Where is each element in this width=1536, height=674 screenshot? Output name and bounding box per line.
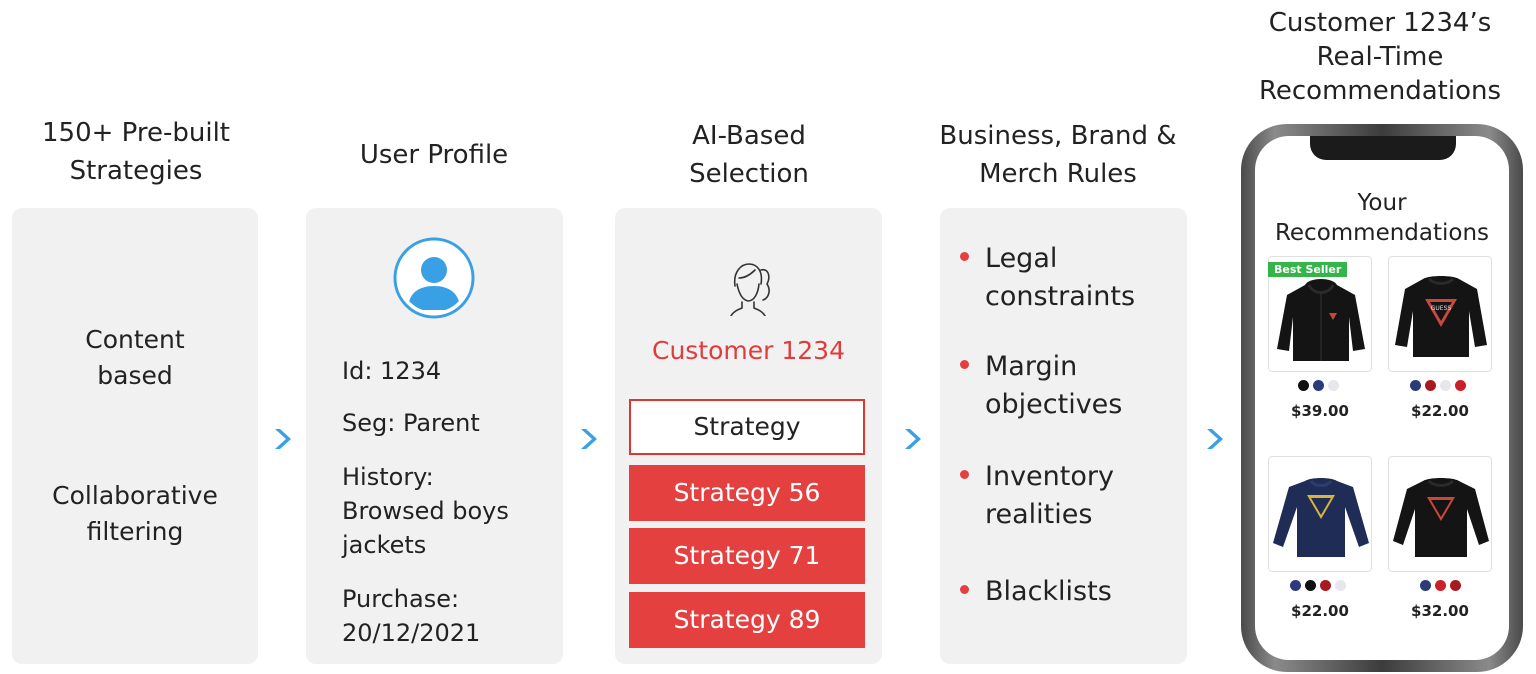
rule-blacklists: Blacklists (960, 573, 1190, 611)
sweatshirt-image (1393, 478, 1489, 557)
color-swatches[interactable] (1290, 580, 1350, 592)
phone-notch (1310, 136, 1456, 160)
product-card[interactable]: GUESS (1388, 256, 1492, 372)
product-price: $32.00 (1411, 602, 1469, 620)
color-swatches[interactable] (1410, 380, 1470, 392)
phone-screen: Your Recommendations Best Seller $39.00 … (1255, 136, 1509, 660)
strategy-56-item: Strategy 56 (629, 465, 865, 521)
strategies-panel: Content based Collaborative filtering (12, 208, 258, 664)
product-card[interactable]: Best Seller (1268, 256, 1372, 372)
profile-purchase: Purchase: 20/12/2021 (342, 585, 481, 647)
rules-heading: Business, Brand & Merch Rules (939, 121, 1177, 189)
rule-margin-objectives: Margin objectives (960, 348, 1190, 424)
user-avatar-icon (393, 237, 475, 319)
strategy-header: Strategy (629, 399, 865, 455)
user-profile-panel: Id: 1234 Seg: Parent History: Browsed bo… (306, 208, 563, 664)
svg-text:GUESS: GUESS (1431, 305, 1452, 312)
longsleeve-image (1273, 478, 1369, 557)
profile-history: History: Browsed boys jackets (342, 463, 509, 559)
recommendations-title: Your Recommendations (1274, 190, 1490, 246)
strategies-heading: 150+ Pre-built Strategies (41, 118, 231, 186)
product-price: $39.00 (1291, 402, 1349, 420)
content-based-label: Content based (85, 325, 185, 390)
selection-heading: AI-Based Selection (689, 121, 809, 189)
chevron-right-icon (1207, 429, 1223, 449)
chevron-right-icon (581, 429, 597, 449)
product-price: $22.00 (1411, 402, 1469, 420)
ai-selection-panel: Customer 1234 Strategy Strategy 56 Strat… (615, 208, 882, 664)
strategy-71-item: Strategy 71 (629, 528, 865, 584)
strategy-89-item: Strategy 89 (629, 592, 865, 648)
best-seller-badge: Best Seller (1268, 262, 1348, 277)
color-swatches[interactable] (1298, 380, 1343, 392)
hoodie-image (1277, 279, 1365, 361)
chevron-right-icon (275, 429, 291, 449)
customer-name: Customer 1234 (651, 336, 845, 365)
color-swatches[interactable] (1420, 580, 1465, 592)
phone-mockup: Your Recommendations Best Seller $39.00 … (1241, 124, 1523, 672)
product-card[interactable] (1268, 456, 1372, 572)
profile-segment: Seg: Parent (342, 409, 480, 437)
chevron-right-icon (905, 429, 921, 449)
rule-legal-constraints: Legal constraints (960, 240, 1190, 316)
sweatshirt-image: GUESS (1395, 276, 1487, 357)
realtime-heading: Customer 1234’s Real-Time Recommendation… (1258, 8, 1501, 106)
profile-id: Id: 1234 (342, 357, 442, 385)
collaborative-filtering-label: Collaborative filtering (52, 481, 218, 546)
product-price: $22.00 (1291, 602, 1349, 620)
rule-inventory-realities: Inventory realities (960, 458, 1190, 534)
business-rules-panel: Legal constraints Margin objectives Inve… (940, 208, 1187, 664)
profile-heading: User Profile (359, 140, 509, 170)
woman-face-icon (730, 263, 770, 316)
product-card[interactable] (1388, 456, 1492, 572)
